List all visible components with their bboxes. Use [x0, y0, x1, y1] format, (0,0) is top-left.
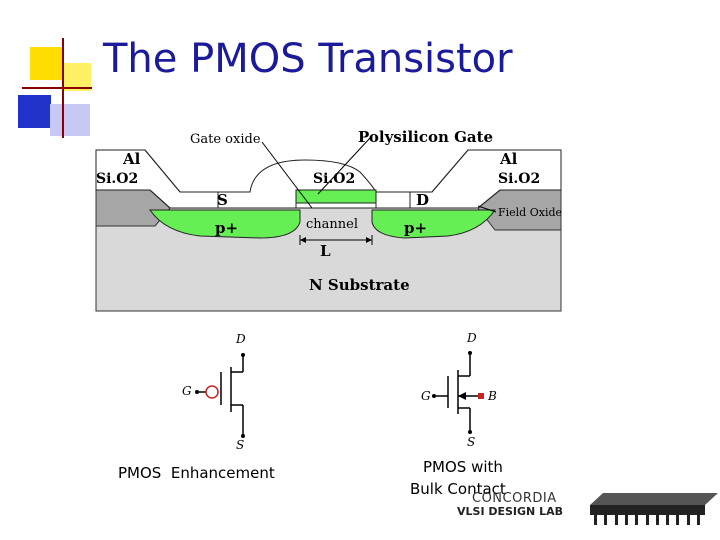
- al-contact-left: [95, 149, 219, 209]
- sio2-label-right: Si.O2: [498, 171, 541, 187]
- p-plus-label-right: p+: [404, 219, 428, 237]
- right-source-label: S: [467, 435, 476, 449]
- bulk-arrow: [458, 392, 466, 400]
- p-plus-drain: [371, 209, 496, 239]
- n-substrate-label: N Substrate: [309, 276, 410, 294]
- chip-pin: [604, 515, 608, 525]
- al-label-left: Al: [123, 150, 141, 168]
- al-label-right: Al: [500, 150, 518, 168]
- field-oxide-label: Field Oxide: [498, 206, 563, 219]
- pmos-bulk-symbol: [434, 353, 480, 432]
- sio2-label-left: Si.O2: [96, 171, 139, 187]
- right-drain-label: D: [467, 331, 477, 345]
- drain-label: D: [416, 191, 430, 209]
- field-oxide-pointer: [477, 205, 497, 213]
- deco-square-lavender: [50, 104, 90, 136]
- vlsi-chip-graphic: [590, 493, 718, 515]
- pmos-enhancement-symbol: [197, 355, 244, 436]
- polysilicon-gate-label: Polysilicon Gate: [358, 128, 494, 146]
- source-label: S: [217, 191, 228, 209]
- gate-oxide-label: Gate oxide: [190, 132, 261, 147]
- right-bulk-label: B: [488, 389, 497, 403]
- p-plus-source: [149, 209, 301, 239]
- deco-square-blue: [18, 95, 51, 128]
- right-symbol-caption-line1: PMOS with: [423, 458, 503, 476]
- poly-gate-pointer: [317, 137, 371, 195]
- left-drain-label: D: [236, 332, 246, 346]
- deco-square-yellow-small: [63, 63, 91, 91]
- logo-vlsi-design-lab: VLSI DESIGN LAB: [457, 505, 563, 518]
- chip-pin: [594, 515, 597, 525]
- al-contact-right: [409, 149, 562, 209]
- chip-pin: [697, 515, 700, 525]
- chip-pin: [686, 515, 690, 525]
- left-source-label: S: [236, 438, 245, 452]
- chip-pin: [624, 515, 628, 525]
- left-gate-label: G: [182, 384, 192, 398]
- channel-length-label: L: [320, 242, 331, 260]
- logo-concordia: CONCORDIA: [472, 491, 557, 506]
- chip-pin: [655, 515, 659, 525]
- right-gate-label: G: [421, 389, 431, 403]
- slide-title: The PMOS Transistor: [103, 36, 513, 82]
- right-symbol-caption-line2: Bulk Contact: [410, 480, 506, 498]
- chip-pin: [635, 515, 639, 525]
- polysilicon-gate: [295, 189, 377, 204]
- chip-pin: [645, 515, 649, 525]
- deco-line-horizontal: [22, 87, 92, 89]
- deco-square-yellow: [30, 47, 63, 80]
- chip-pin: [614, 515, 618, 525]
- gate-oxide: [295, 202, 377, 209]
- chip-pin: [676, 515, 680, 525]
- gate-oxide-pointer: [261, 141, 313, 209]
- channel-label: channel: [306, 217, 358, 232]
- sio2-label-center: Si.O2: [313, 171, 356, 187]
- left-symbol-caption: PMOS Enhancement: [118, 464, 275, 482]
- chip-pin: [666, 515, 670, 525]
- p-plus-label-left: p+: [215, 219, 239, 237]
